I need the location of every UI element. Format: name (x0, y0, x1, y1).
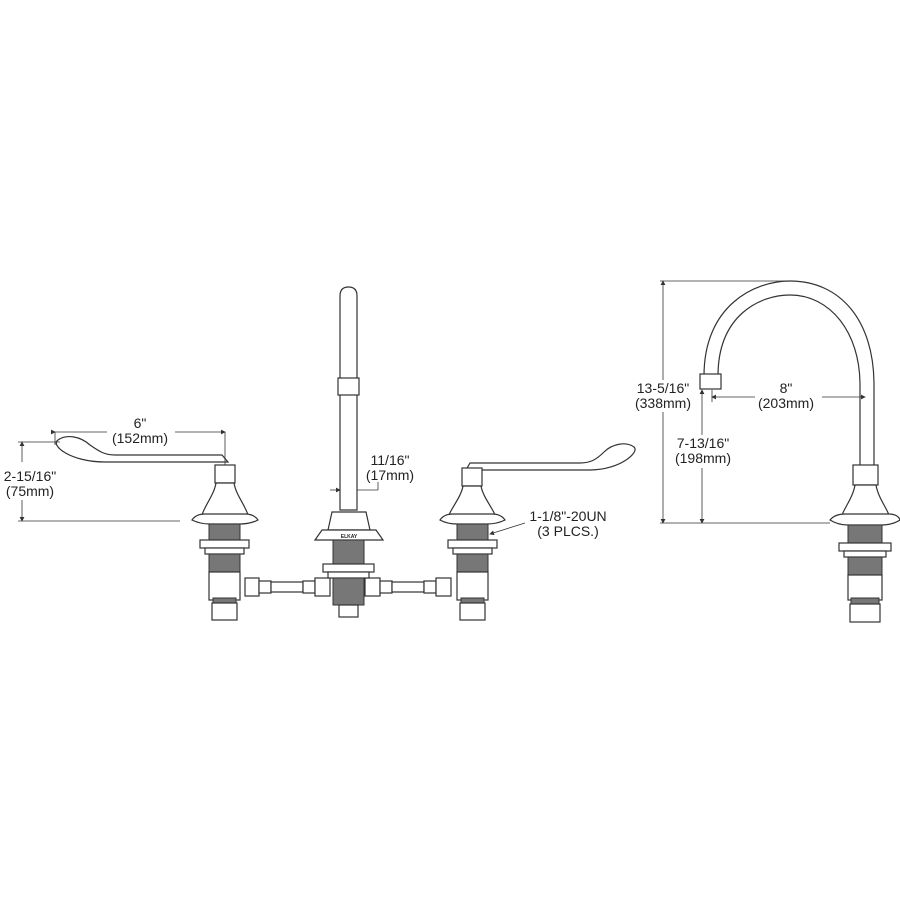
left-handle-valve (55, 435, 259, 621)
spout-diameter-metric: (17mm) (366, 467, 414, 483)
thread-spec-imperial: 1-1/8"-20UN (529, 508, 606, 524)
spout-reach-imperial: 8" (780, 380, 793, 396)
spout-diameter-imperial: 11/16" (371, 452, 410, 468)
spout-height-imperial: 13-5/16" (637, 380, 689, 396)
brand-logo: ELKAY (341, 534, 358, 540)
spout-reach-metric: (203mm) (758, 395, 814, 411)
handle-length-imperial: 6" (134, 415, 147, 431)
handle-height-imperial: 2-15/16" (4, 468, 56, 484)
handle-length-metric: (152mm) (112, 430, 168, 446)
outlet-height-imperial: 7-13/16" (677, 435, 729, 451)
right-handle-valve (439, 443, 636, 621)
outlet-height-metric: (198mm) (675, 450, 731, 466)
handle-height-metric: (75mm) (6, 483, 54, 499)
thread-spec-metric: (3 PLCS.) (537, 523, 598, 539)
dimension-lines (18, 280, 866, 536)
side-view-spout (699, 280, 900, 623)
spout-height-metric: (338mm) (635, 395, 691, 411)
center-spout: ELKAY (313, 286, 385, 618)
supply-pipes (244, 577, 452, 597)
